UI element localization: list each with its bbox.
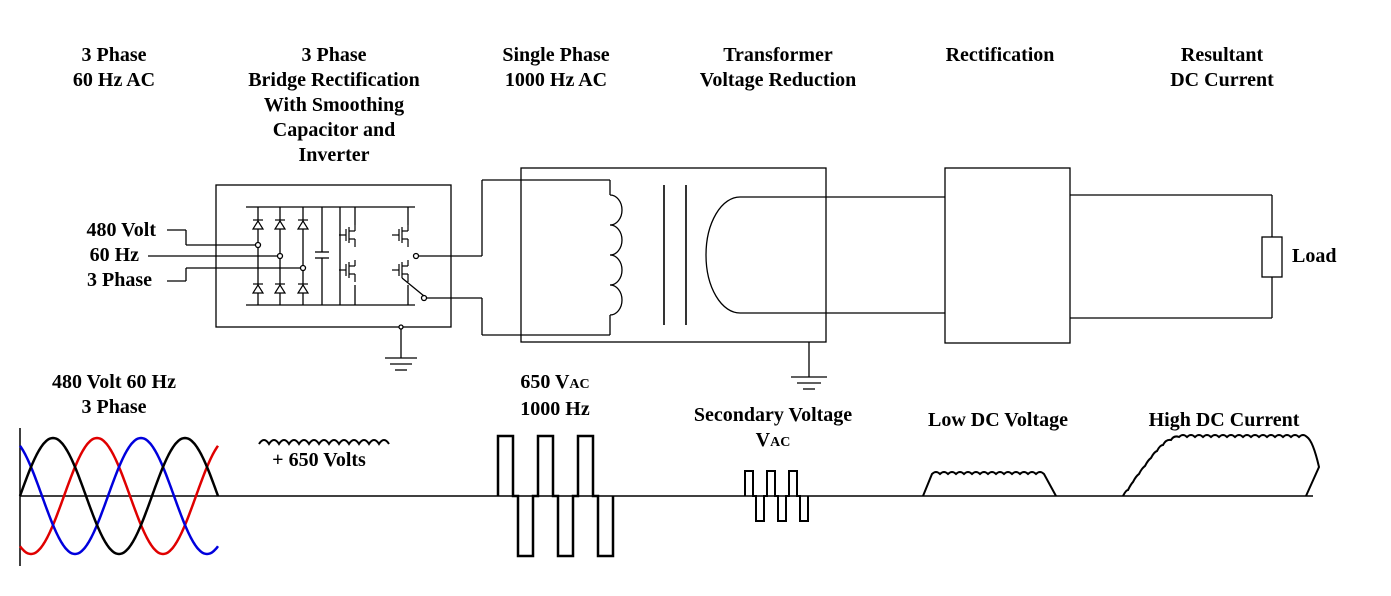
phase-c-wave — [18, 436, 220, 556]
secondary-square-wave — [744, 470, 809, 522]
stage-title-line: 60 Hz AC — [72, 69, 156, 91]
stage-title-transformer: Transformer Voltage Reduction — [678, 43, 878, 93]
stage-title-rectification: Rectification — [930, 43, 1070, 68]
inverter-transistors — [339, 225, 409, 282]
transformer-block — [481, 167, 945, 390]
waveform-label-line: VAC — [755, 429, 791, 451]
waveform-label-inverter: 650 VAC 1000 Hz — [490, 370, 620, 422]
transistor-symbol — [392, 260, 409, 282]
load-label: Load — [1292, 245, 1337, 267]
stage-title-rectifier-inverter: 3 Phase Bridge Rectification With Smooth… — [228, 43, 440, 168]
transistor-symbol — [339, 260, 356, 282]
phase-a-wave — [18, 436, 220, 556]
stage-title-line: DC Current — [1170, 69, 1274, 91]
stage-title-line: 3 Phase — [301, 44, 367, 66]
stage-title-line: Single Phase — [502, 44, 610, 66]
stage-title-line: Capacitor and — [272, 119, 396, 141]
load-resistor — [1261, 236, 1283, 278]
transistor-symbol — [392, 225, 409, 247]
diode-symbol — [296, 219, 310, 230]
stage-title-line: Rectification — [945, 44, 1055, 66]
waveform-label-low-dc: Low DC Voltage — [927, 409, 1068, 431]
dc-ripple-wave — [258, 439, 390, 446]
waveform-label-line: Secondary Voltage — [693, 404, 853, 426]
diode-symbol — [251, 283, 265, 294]
stage-title-line: Bridge Rectification — [248, 69, 420, 91]
diode-symbol — [273, 283, 287, 294]
waveform-label-line: 1000 Hz — [520, 398, 590, 420]
stage-title-line: 1000 Hz AC — [504, 69, 608, 91]
stage-title-line: Resultant — [1180, 44, 1264, 66]
transistor-symbol — [339, 225, 356, 247]
stage-title-dc-current: Resultant DC Current — [1152, 43, 1292, 93]
input-label-frequency: 60 Hz — [89, 244, 139, 266]
stage-title-line: With Smoothing — [263, 94, 405, 116]
stage-title-line: Transformer — [723, 44, 833, 66]
waveform-label-ac-input: 480 Volt 60 Hz 3 Phase — [20, 370, 208, 420]
diode-symbol — [251, 219, 265, 230]
low-dc-wave — [922, 471, 1057, 497]
diode-symbol — [296, 283, 310, 294]
inverter-square-wave — [496, 434, 615, 558]
waveform-label-line: 480 Volt 60 Hz — [52, 371, 176, 393]
high-dc-wave — [1122, 434, 1321, 497]
stage-title-line: 3 Phase — [81, 44, 147, 66]
diode-symbol — [273, 219, 287, 230]
rectifier-inverter-block — [148, 184, 482, 371]
bridge-diodes — [251, 219, 310, 294]
stage-title-single-phase: Single Phase 1000 Hz AC — [476, 43, 636, 93]
waveform-label-line: 650 VAC — [520, 371, 590, 393]
stage-title-ac-input: 3 Phase 60 Hz AC — [54, 43, 174, 93]
output-rectifier-block — [944, 167, 1273, 344]
waveform-label-secondary: Secondary Voltage VAC — [680, 403, 866, 455]
waveform-label-dc-bus: + 650 Volts — [272, 449, 366, 471]
waveform-label-high-dc: High DC Current — [1148, 409, 1300, 431]
input-label-phase: 3 Phase — [87, 269, 152, 291]
stage-title-line: Inverter — [298, 144, 370, 166]
waveform-label-line: 3 Phase — [81, 396, 147, 418]
input-label-voltage: 480 Volt — [86, 219, 156, 241]
stage-title-line: Voltage Reduction — [699, 69, 857, 91]
